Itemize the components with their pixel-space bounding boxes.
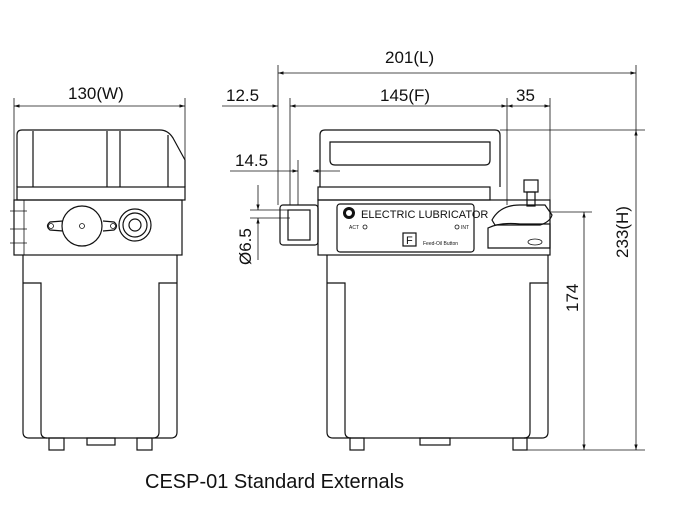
dim-pump: 35 bbox=[516, 86, 535, 105]
panel-title: ELECTRIC LUBRICATOR bbox=[361, 209, 488, 221]
dim-fixing: 145(F) bbox=[380, 86, 430, 105]
dim-length: 201(L) bbox=[385, 48, 434, 67]
int-indicator bbox=[454, 224, 460, 230]
logo-icon bbox=[343, 207, 355, 219]
act-indicator bbox=[362, 224, 368, 230]
dim-offset: 12.5 bbox=[226, 86, 259, 105]
side-view bbox=[10, 129, 186, 451]
pump-icon bbox=[487, 179, 553, 249]
dim-hole: Ø6.5 bbox=[236, 228, 255, 265]
int-label: INT bbox=[461, 225, 469, 231]
caption: CESP-01 Standard Externals bbox=[145, 471, 404, 493]
dim-outlet: 14.5 bbox=[235, 151, 268, 170]
feed-oil-button[interactable] bbox=[402, 232, 417, 247]
connector-icon bbox=[46, 205, 118, 247]
front-view: ELECTRIC LUBRICATOR ACT INT F Feed-Oil B… bbox=[279, 129, 553, 451]
act-label: ACT bbox=[349, 225, 359, 231]
dim-width: 130(W) bbox=[68, 84, 124, 103]
feed-oil-caption: Feed-Oil Button bbox=[423, 241, 458, 247]
dim-height: 233(H) bbox=[613, 206, 632, 258]
gland-icon bbox=[118, 208, 152, 242]
dimension-lines bbox=[13, 65, 645, 451]
dim-lower-height: 174 bbox=[563, 284, 582, 312]
feed-oil-button-label: F bbox=[406, 235, 413, 247]
